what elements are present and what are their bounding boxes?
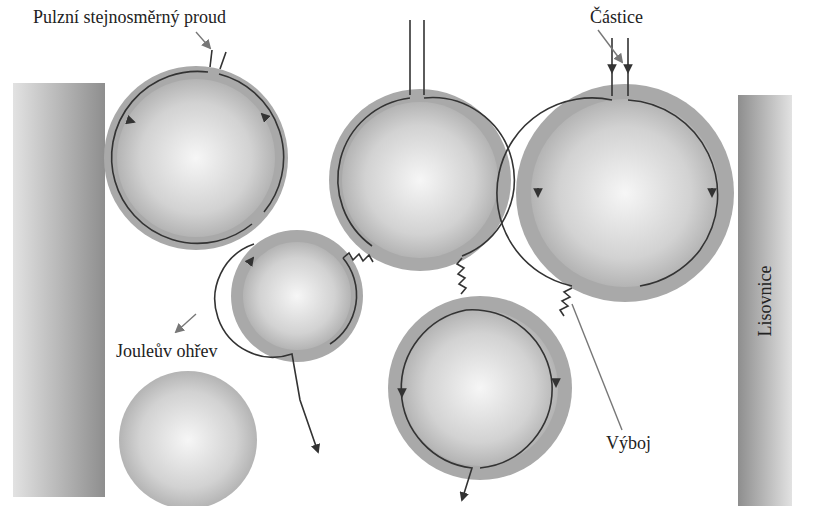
particle-label: Částice [590, 8, 643, 28]
leader-lines [176, 30, 622, 430]
current-label: Pulzní stejnosměrný proud [33, 8, 226, 28]
die: Lisovnice [738, 95, 792, 506]
left-die [13, 83, 105, 497]
joule-heating-label: Jouleův ohřev [116, 342, 217, 362]
particles [104, 66, 734, 506]
die-label: Lisovnice [755, 265, 775, 336]
current-paths [112, 20, 718, 500]
discharge-label: Výboj [606, 434, 651, 454]
